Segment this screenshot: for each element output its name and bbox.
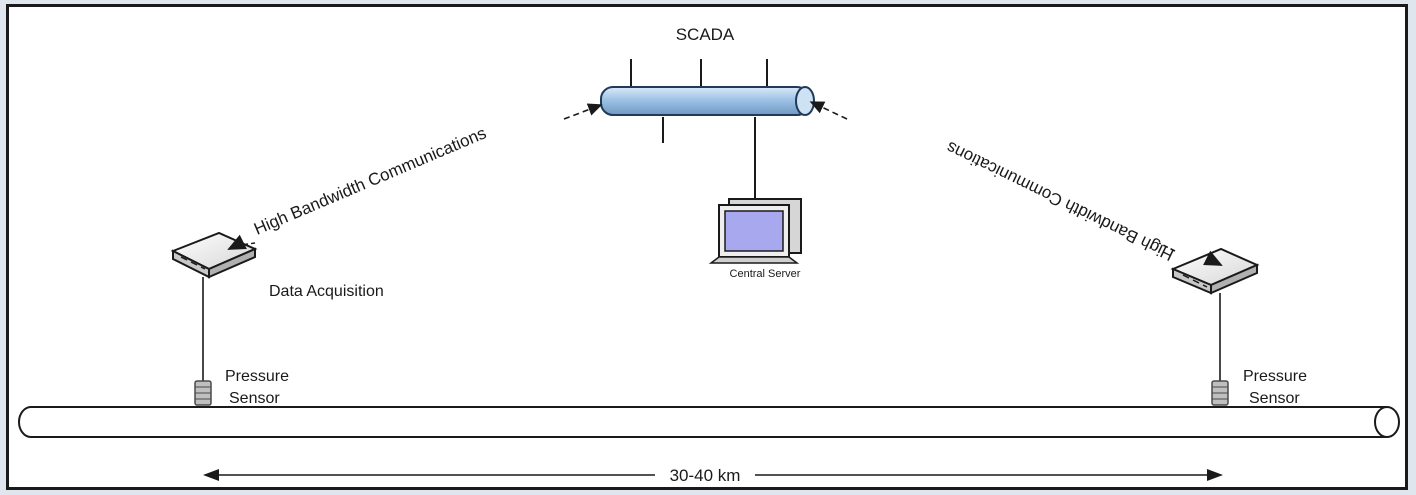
link-right-tail [1158, 242, 1176, 252]
link-right-arrow [809, 101, 848, 120]
central-server-icon [708, 198, 802, 264]
pressure-sensor-left-label: Pressure Sensor [225, 368, 293, 407]
pressure-sensor-right-label: Pressure Sensor [1243, 368, 1311, 407]
pressure-sensor-left-icon [194, 380, 212, 406]
pipeline [18, 406, 1400, 438]
pressure-sensor-right-line1: Pressure [1243, 368, 1307, 385]
pressure-sensor-left-line1: Pressure [225, 368, 289, 385]
pipeline-scada-diagram: SCADA High Bandwidth Communications High… [18, 25, 1400, 485]
link-right-label: High Bandwidth Communications [943, 138, 1176, 265]
data-acquisition-right-icon [1170, 247, 1260, 295]
distance-label: 30-40 km [670, 466, 741, 485]
distance-arrow [203, 469, 1223, 481]
central-server-label: Central Server [730, 268, 801, 280]
data-acquisition-left-icon [170, 231, 258, 279]
diagram-frame: SCADA High Bandwidth Communications High… [6, 4, 1408, 490]
pressure-sensor-right-icon [1211, 380, 1229, 406]
scada-label: SCADA [676, 25, 735, 44]
link-left-arrow [563, 103, 603, 120]
scada-bus [600, 59, 815, 199]
data-acquisition-label: Data Acquisition [269, 283, 384, 300]
pressure-sensor-right-line2: Sensor [1249, 390, 1300, 407]
link-left-label: High Bandwidth Communications [251, 123, 489, 238]
pressure-sensor-left-line2: Sensor [229, 390, 280, 407]
link-left-tail [240, 242, 256, 246]
